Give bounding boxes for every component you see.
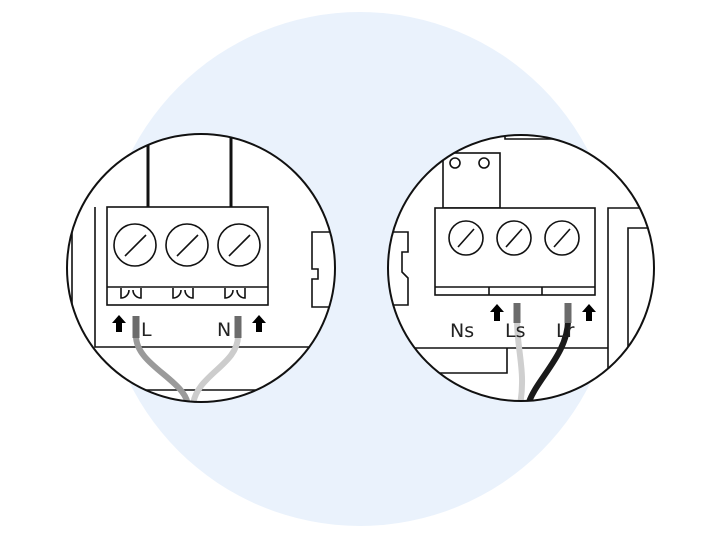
- left-detail-view: L N: [66, 133, 336, 403]
- screw-icon: [165, 223, 209, 267]
- right-detail-view: Ns Ls Lr: [387, 134, 655, 402]
- panel-edge: [94, 207, 335, 348]
- switched-live-wire: [514, 319, 525, 401]
- screw-icon: [496, 220, 532, 256]
- label-live: L: [141, 319, 152, 341]
- return-live-wire: [525, 319, 571, 401]
- terminal-clamps: [120, 288, 246, 299]
- screw-icon: [113, 223, 157, 267]
- screw-icon: [544, 220, 580, 256]
- neutral-wire: [190, 335, 241, 402]
- live-wire: [133, 335, 191, 402]
- label-ls: Ls: [505, 320, 525, 342]
- label-lr: Lr: [556, 320, 575, 342]
- screw-icon: [448, 220, 484, 256]
- side-component: [67, 189, 73, 361]
- connector-clip: [388, 231, 409, 306]
- screw-icon: [217, 223, 261, 267]
- label-neutral: N: [217, 319, 231, 341]
- label-ns: Ns: [450, 320, 474, 342]
